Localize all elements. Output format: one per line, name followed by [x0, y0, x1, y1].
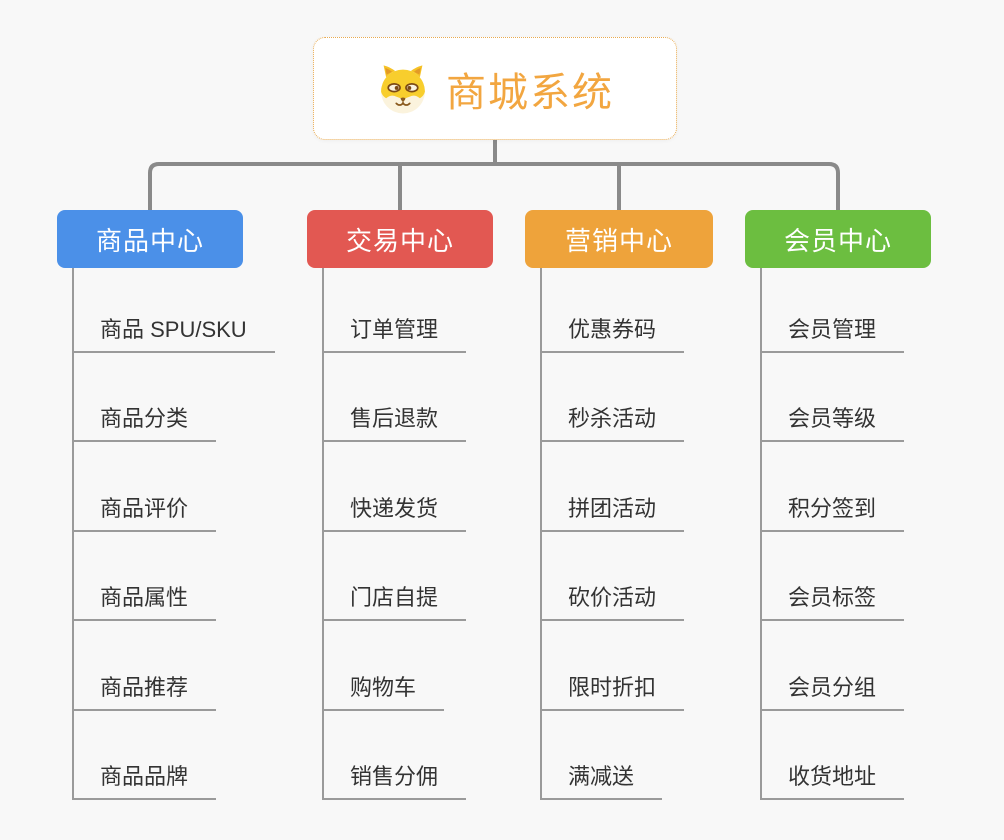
leaf-node[interactable]: 收货地址	[760, 752, 905, 800]
leaf-node[interactable]: 销售分佣	[322, 752, 467, 800]
leaf-node[interactable]: 砍价活动	[540, 573, 685, 621]
leaf-node[interactable]: 会员等级	[760, 394, 905, 442]
branch-trunk-line	[322, 268, 324, 800]
root-title: 商城系统	[446, 70, 614, 115]
branch-trunk-line	[540, 268, 542, 800]
leaf-node[interactable]: 优惠券码	[540, 305, 685, 353]
leaf-node[interactable]: 会员分组	[760, 663, 905, 711]
leaf-node[interactable]: 商品评价	[72, 484, 217, 532]
leaf-node[interactable]: 秒杀活动	[540, 394, 685, 442]
leaf-node[interactable]: 会员管理	[760, 305, 905, 353]
branch-node-1[interactable]: 商品中心	[57, 210, 243, 268]
leaf-node[interactable]: 拼团活动	[540, 484, 685, 532]
leaf-node[interactable]: 商品属性	[72, 573, 217, 621]
dog-face-icon	[381, 64, 425, 113]
branch-trunk-line	[760, 268, 762, 800]
leaf-node[interactable]: 快递发货	[322, 484, 467, 532]
leaf-node[interactable]: 商品分类	[72, 394, 217, 442]
leaf-node[interactable]: 售后退款	[322, 394, 467, 442]
branch-node-4[interactable]: 会员中心	[745, 210, 931, 268]
root-node[interactable]: 商城系统	[313, 37, 677, 140]
leaf-node[interactable]: 商品推荐	[72, 663, 217, 711]
leaf-node[interactable]: 门店自提	[322, 573, 467, 621]
branch-node-3[interactable]: 营销中心	[525, 210, 713, 268]
leaf-node[interactable]: 订单管理	[322, 305, 467, 353]
branch-node-2[interactable]: 交易中心	[307, 210, 493, 268]
leaf-node[interactable]: 购物车	[322, 663, 445, 711]
leaf-node[interactable]: 限时折扣	[540, 663, 685, 711]
leaf-node[interactable]: 会员标签	[760, 573, 905, 621]
leaf-node[interactable]: 商品品牌	[72, 752, 217, 800]
leaf-node[interactable]: 满减送	[540, 752, 663, 800]
leaf-node[interactable]: 积分签到	[760, 484, 905, 532]
branch-trunk-line	[72, 268, 74, 800]
leaf-node[interactable]: 商品 SPU/SKU	[72, 305, 275, 353]
